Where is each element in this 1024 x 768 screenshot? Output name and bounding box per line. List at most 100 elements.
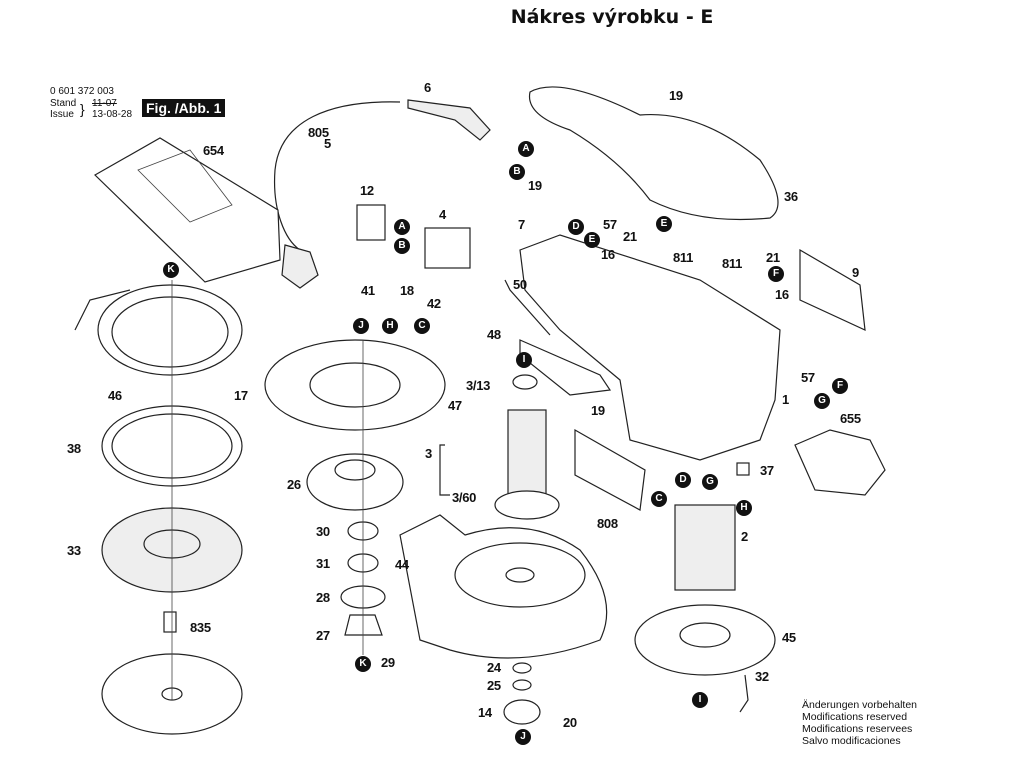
plug [281,244,319,289]
figure-badge: Fig. /Abb. 1 [142,99,226,117]
handle-cover [528,86,779,221]
dust-bag [94,137,281,283]
connector-badge: H [382,318,398,334]
connector-badge: J [353,318,369,334]
part-label: 6 [424,80,431,95]
part-label: 7 [518,217,525,232]
connector-badge: I [516,352,532,368]
filter-37 [736,462,750,476]
nameplate [574,428,646,511]
part-label: 811 [673,250,694,265]
base-plate [634,604,776,676]
connector-badge: B [509,164,525,180]
washer-24 [512,662,532,674]
part-label: 17 [234,388,248,403]
connector-badge: G [702,474,718,490]
switch-cover [356,204,386,241]
part-label: 3 [425,446,432,461]
modification-notes: Änderungen vorbehalten Modifications res… [802,699,917,747]
part-label: 20 [563,715,577,730]
issue-label: Issue [50,109,74,120]
switch [424,227,471,269]
part-label: 3/13 [466,378,491,393]
connector-badge: C [651,491,667,507]
bearing-3-13 [512,374,538,390]
part-label: 32 [755,669,769,684]
part-label: 29 [381,655,395,670]
part-label: 33 [67,543,81,558]
part-label: 21 [623,229,637,244]
part-label: 38 [67,441,81,456]
part-label: 19 [528,178,542,193]
issue-value: 13-08-28 [92,109,133,120]
connector-badge: E [584,232,600,248]
fan [306,453,404,511]
bearing-holder-27 [344,614,383,636]
spring-32 [739,674,749,713]
connector-badge: C [414,318,430,334]
connector-badge: F [832,378,848,394]
part-label: 50 [513,277,527,292]
connector-badge: H [736,500,752,516]
note-line: Modifications reservees [802,723,913,735]
connector-badge: J [515,729,531,745]
part-label: 835 [190,620,211,635]
part-label: 14 [478,705,492,720]
part-label: 805 [308,125,329,140]
connector-badge: D [675,472,691,488]
part-label: 24 [487,660,501,675]
connector-badge: K [355,656,371,672]
armature [507,409,547,506]
note-line: Änderungen vorbehalten [802,699,918,711]
connector-badge: G [814,393,830,409]
part-label: 21 [766,250,780,265]
part-label: 655 [840,411,861,426]
part-label: 47 [448,398,462,413]
part-label: 57 [603,217,617,232]
motor-housing [519,234,781,461]
part-label: 9 [852,265,859,280]
part-label: 2 [741,529,748,544]
connector-badge: I [692,692,708,708]
bearing-14 [503,699,541,725]
washer-25 [512,679,532,691]
part-label: 28 [316,590,330,605]
connector-badge: K [163,262,179,278]
part-label: 19 [591,403,605,418]
part-label: 46 [108,388,122,403]
brace: } [80,101,85,117]
part-label: 25 [487,678,501,693]
part-label: 19 [669,88,683,103]
part-label: 48 [487,327,501,342]
part-label: 36 [784,189,798,204]
note-line: Salvo modificaciones [802,735,901,747]
connector-badge: E [656,216,672,232]
fan-cover [264,339,446,431]
part-label: 1 [782,392,789,407]
connector-badge: A [518,141,534,157]
part-label: 12 [360,183,374,198]
connector-badge: F [768,266,784,282]
part-label: 31 [316,556,330,571]
part-label: 57 [801,370,815,385]
part-label: 42 [427,296,441,311]
dust-housing [97,284,243,376]
stator [674,504,736,591]
label-plate [799,248,866,331]
part-label: 41 [361,283,375,298]
power-cord [273,101,401,251]
connector-badge: D [568,219,584,235]
stand-value: 11-07 [92,98,117,109]
part-label: 45 [782,630,796,645]
part-label: 654 [203,143,224,158]
part-label: 5 [324,136,331,151]
stand-label: Stand [50,98,77,109]
part-label: 26 [287,477,301,492]
part-label: 30 [316,524,330,539]
base-housing [399,514,608,659]
page-title: Nákres výrobku - E [510,6,714,28]
dust-adapter [794,429,886,496]
part-label: 44 [395,557,409,572]
note-line: Modifications reserved [802,711,908,723]
